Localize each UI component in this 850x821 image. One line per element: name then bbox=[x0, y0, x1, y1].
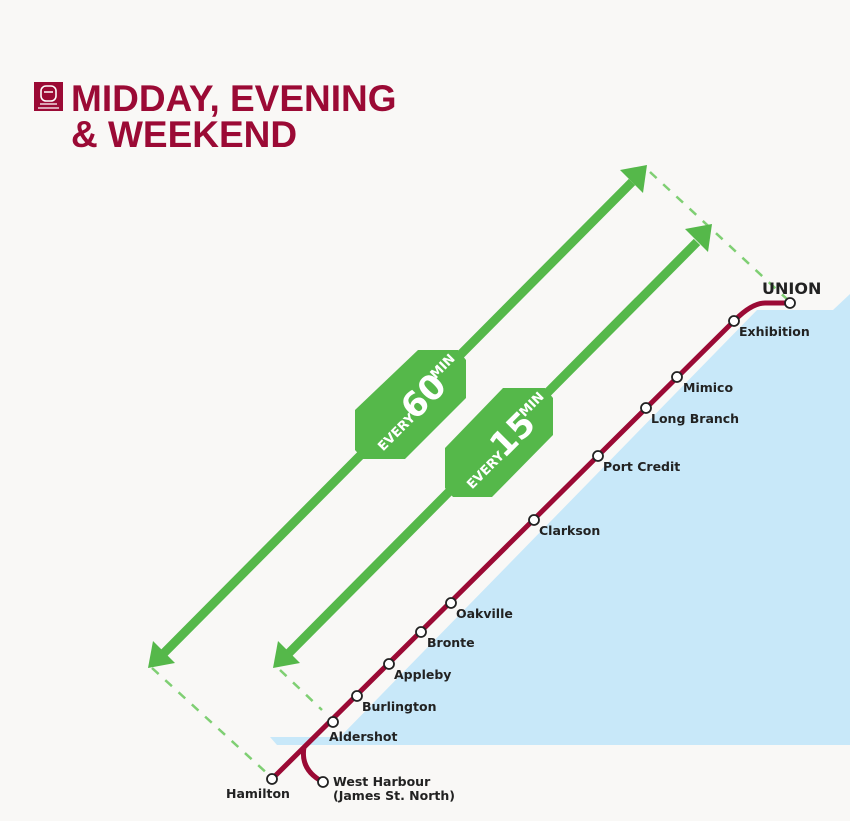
arrow-head-up-icon bbox=[685, 224, 712, 252]
badge-every-15-min: EVERY 15 MIN bbox=[445, 388, 553, 497]
label-west-harbour-sub: (James St. North) bbox=[333, 788, 455, 803]
station-west-harbour[interactable] bbox=[317, 776, 329, 788]
label-burlington: Burlington bbox=[362, 699, 436, 714]
station-burlington[interactable] bbox=[351, 690, 363, 702]
label-clarkson: Clarkson bbox=[539, 523, 600, 538]
station-long-branch[interactable] bbox=[640, 402, 652, 414]
lake-water bbox=[270, 294, 850, 745]
label-mimico: Mimico bbox=[683, 380, 733, 395]
rail-branch-west-harbour bbox=[300, 746, 325, 785]
station-mimico[interactable] bbox=[671, 371, 683, 383]
label-long-branch: Long Branch bbox=[651, 411, 739, 426]
station-appleby[interactable] bbox=[383, 658, 395, 670]
label-bronte: Bronte bbox=[427, 635, 475, 650]
label-aldershot: Aldershot bbox=[329, 729, 397, 744]
label-west-harbour: West Harbour bbox=[333, 774, 431, 789]
arrow-head-up-icon bbox=[620, 165, 647, 193]
label-hamilton: Hamilton bbox=[226, 786, 290, 801]
train-icon bbox=[34, 82, 63, 111]
label-exhibition: Exhibition bbox=[739, 324, 810, 339]
station-hamilton[interactable] bbox=[266, 773, 278, 785]
station-exhibition[interactable] bbox=[728, 315, 740, 327]
station-clarkson[interactable] bbox=[528, 514, 540, 526]
label-union: UNION bbox=[762, 279, 821, 298]
title-line-1: MIDDAY, EVENING bbox=[71, 78, 397, 119]
label-oakville: Oakville bbox=[456, 606, 513, 621]
station-bronte[interactable] bbox=[415, 626, 427, 638]
title-line-2: & WEEKEND bbox=[71, 114, 297, 155]
station-aldershot[interactable] bbox=[327, 716, 339, 728]
arrow-head-down-icon bbox=[273, 641, 300, 668]
label-appleby: Appleby bbox=[394, 667, 451, 682]
arrow-head-down-icon bbox=[148, 641, 175, 668]
station-port-credit[interactable] bbox=[592, 450, 604, 462]
badge-every-60-min: EVERY 60 MIN bbox=[355, 350, 466, 459]
dashed-guides bbox=[151, 171, 789, 777]
station-oakville[interactable] bbox=[445, 597, 457, 609]
label-port-credit: Port Credit bbox=[603, 459, 680, 474]
station-union[interactable] bbox=[784, 297, 796, 309]
